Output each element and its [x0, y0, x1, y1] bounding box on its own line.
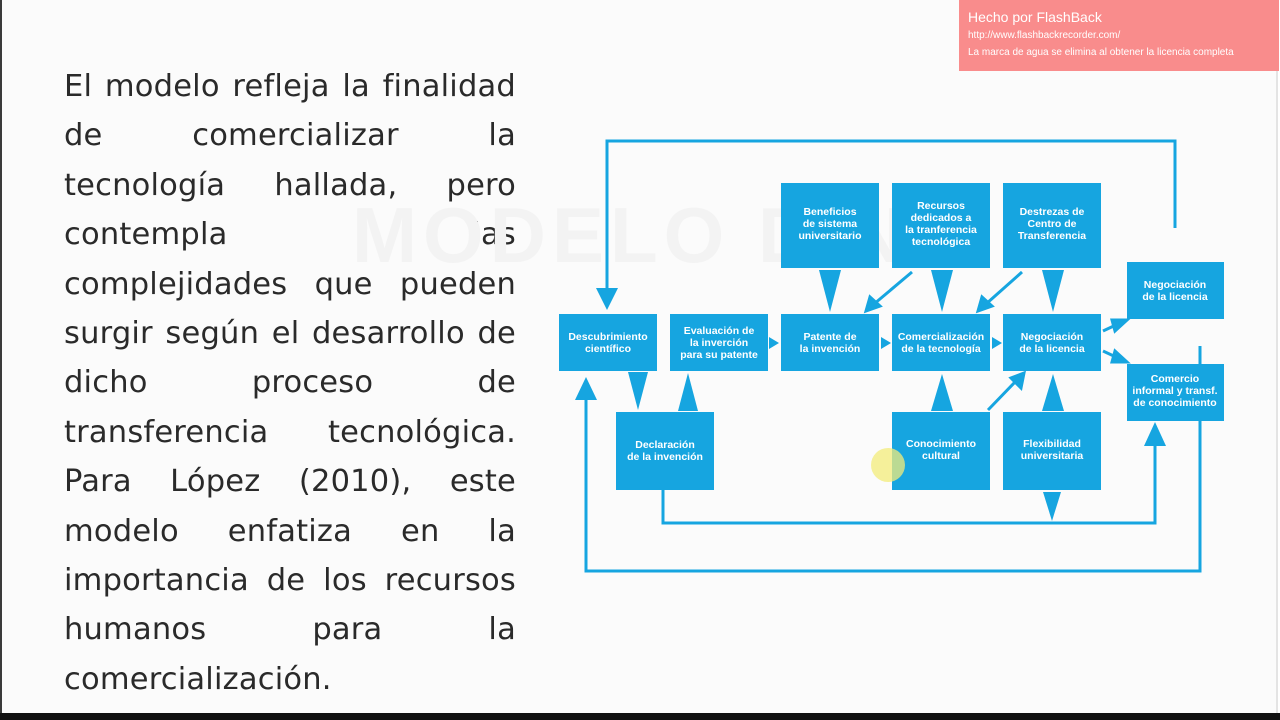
box-negociacion-right [1127, 262, 1224, 319]
watermark-url[interactable]: http://www.flashbackrecorder.com/ [968, 30, 1121, 41]
box-flexibilidad [1003, 412, 1101, 490]
arrow-up-outer-loop [575, 377, 597, 400]
box-evaluacion [670, 314, 768, 371]
box-descubrimiento [559, 314, 657, 371]
arrow-destrezas-to-negociacion [1042, 270, 1064, 312]
connector-lines [584, 139, 1202, 573]
arrow-into-descubrimiento [596, 288, 618, 310]
arrow-recursos-diagonal [873, 270, 913, 306]
watermark-banner[interactable]: Hecho por FlashBack http://www.flashback… [959, 0, 1279, 71]
watermark-note: La marca de agua se elimina al obtener l… [968, 47, 1234, 58]
watermark-title: Hecho por FlashBack [968, 9, 1102, 25]
box-declaracion [616, 412, 714, 490]
diagonal-arrows [863, 270, 1131, 412]
boxes [559, 183, 1224, 490]
arrow-comercializacion-to-negociacion [992, 337, 1002, 349]
arrow-desc-to-declaracion [628, 372, 648, 410]
arrow-patente-to-comercializacion [881, 337, 891, 349]
arrow-evaluacion-to-patente [769, 337, 779, 349]
arrow-down-to-bottom-line [1043, 492, 1061, 521]
box-comercio [1127, 364, 1224, 421]
box-beneficios [781, 183, 879, 268]
box-patente [781, 314, 879, 371]
box-comercializacion [892, 314, 990, 371]
inner-feedback-line [661, 446, 1157, 525]
arrow-recursos-to-comercializacion [931, 270, 953, 312]
arrow-up-inner-loop [1144, 422, 1166, 446]
cursor-highlight [871, 448, 905, 482]
outer-feedback-line [584, 346, 1202, 573]
arrow-beneficios-to-patente [819, 270, 841, 312]
arrow-destrezas-diagonal [985, 270, 1023, 306]
box-negociacion-mid [1003, 314, 1101, 371]
top-feedback-line [605, 139, 1177, 290]
body-paragraph: El modelo refleja la finalidad de comerc… [64, 69, 516, 697]
box-recursos [892, 183, 990, 268]
ghost-title: MODELO DINÁ [352, 191, 973, 279]
arrow-conocimiento-diagonal [986, 379, 1018, 412]
arrow-declaracion-to-evaluacion [678, 373, 698, 411]
arrowheads [575, 270, 1166, 521]
box-destrezas [1003, 183, 1101, 268]
arrow-conocimiento-to-comercializacion [931, 374, 953, 411]
arrow-flexibilidad-to-negociacion [1042, 374, 1064, 411]
bottom-edge-bar [0, 713, 1280, 720]
box-conocimiento [892, 412, 990, 490]
